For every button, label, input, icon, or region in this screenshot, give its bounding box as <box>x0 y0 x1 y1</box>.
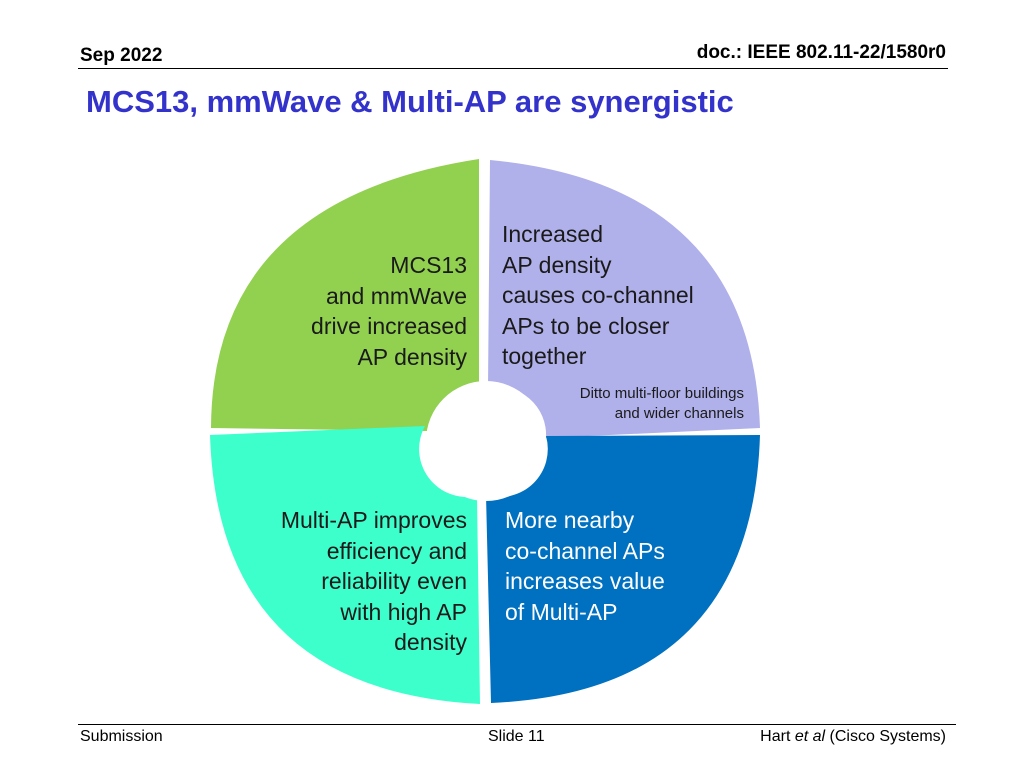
segment-bottom-left <box>210 426 480 704</box>
label-line: causes co-channel <box>502 282 694 308</box>
footer-slide-number: Slide 11 <box>488 728 545 745</box>
label-line: More nearby <box>505 507 635 533</box>
note-line: and wider channels <box>614 405 744 422</box>
center-hole <box>426 381 546 501</box>
slide-title: MCS13, mmWave & Multi-AP are synergistic <box>86 84 734 119</box>
segment-bottom-right <box>486 435 760 703</box>
footer-author-name: Hart <box>760 728 795 745</box>
label-line: AP density <box>502 251 612 278</box>
label-line: of Multi-AP <box>505 598 618 625</box>
footer-divider <box>78 724 956 725</box>
footer-author-org: (Cisco Systems) <box>825 728 946 745</box>
footer-submission: Submission <box>80 728 163 745</box>
label-line: increases value <box>505 568 665 594</box>
segment-top-right-label: Increased AP density causes co-channel A… <box>502 219 694 372</box>
label-line: Multi-AP improves <box>280 507 467 533</box>
segment-bottom-right-label: More nearby co-channel APs increases val… <box>505 505 665 627</box>
label-line: density <box>394 629 467 655</box>
label-line: AP density <box>357 343 467 370</box>
segment-top-right <box>488 160 760 438</box>
segment-top-left <box>211 159 479 431</box>
label-line: MCS13 <box>390 252 467 278</box>
label-line: drive increased <box>311 313 467 339</box>
label-line: reliability even <box>321 568 467 594</box>
label-line: and mmWave <box>325 282 467 309</box>
header-doc-id: doc.: IEEE 802.11-22/1580r0 <box>696 42 946 63</box>
label-line: efficiency and <box>326 537 467 564</box>
footer-author: Hart et al (Cisco Systems) <box>760 728 946 746</box>
label-line: with high AP <box>340 598 467 625</box>
header-date: Sep 2022 <box>80 45 163 66</box>
label-line: co-channel APs <box>505 537 665 564</box>
segment-top-left-label: MCS13 and mmWave drive increased AP dens… <box>311 250 467 372</box>
label-line: APs to be closer <box>502 312 670 339</box>
label-line: Increased <box>502 221 604 247</box>
label-line: together <box>502 343 587 369</box>
footer-author-etal: et al <box>794 728 826 745</box>
segment-top-right-note: Ditto multi-floor buildings and wider ch… <box>580 384 744 424</box>
note-line: Ditto multi-floor buildings <box>579 385 744 402</box>
header-divider <box>78 68 948 69</box>
segment-bottom-left-label: Multi-AP improves efficiency and reliabi… <box>281 505 467 658</box>
